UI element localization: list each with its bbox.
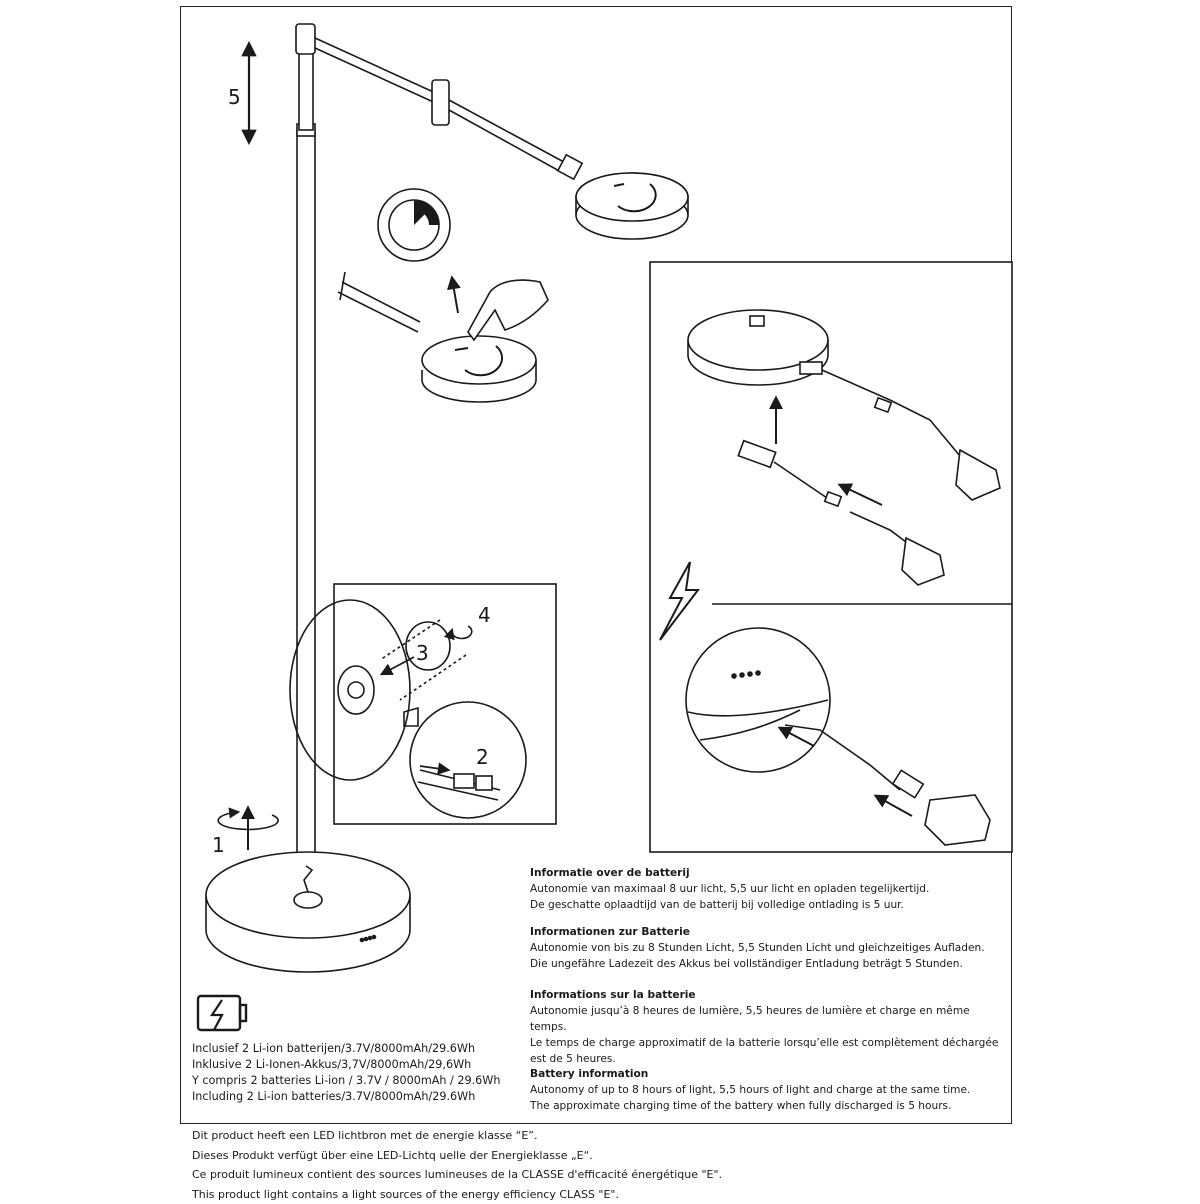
- touch-dimmer-detail: [338, 189, 548, 402]
- battery-spec-line: Y compris 2 batteries Li-ion / 3.7V / 80…: [192, 1073, 500, 1089]
- battery-spec-line: Inclusief 2 Li-ion batterijen/3.7V/8000m…: [192, 1041, 500, 1057]
- battery-spec-line: Including 2 Li-ion batteries/3.7V/8000mA…: [192, 1089, 500, 1105]
- energy-class-notes: Dit product heeft een LED lichtbron met …: [192, 1126, 722, 1204]
- battery-info-heading: Battery information: [530, 1066, 1000, 1082]
- battery-info-line: Le temps de charge approximatif de la ba…: [530, 1035, 1000, 1051]
- battery-info-line: Autonomie jusqu’à 8 heures de lumière, 5…: [530, 1003, 1000, 1035]
- battery-info-heading: Informatie over de batterij: [530, 865, 1000, 881]
- battery-info-line: The approximate charging time of the bat…: [530, 1098, 1000, 1114]
- energy-class-line: Dieses Produkt verfügt über eine LED-Lic…: [192, 1146, 722, 1166]
- callout-height: 5: [228, 85, 241, 109]
- battery-info-line: est de 5 heures.: [530, 1051, 1000, 1067]
- callout-connector: 2: [476, 745, 489, 769]
- battery-info-line: Autonomy of up to 8 hours of light, 5,5 …: [530, 1082, 1000, 1098]
- battery-info-line: Die ungefähre Ladezeit des Akkus bei vol…: [530, 956, 1000, 972]
- charging-panel: [650, 262, 1012, 852]
- callout-cover: 3: [416, 641, 429, 665]
- battery-access-detail: [290, 584, 556, 824]
- energy-class-line: Ce produit lumineux contient des sources…: [192, 1165, 722, 1185]
- battery-info-heading: Informationen zur Batterie: [530, 924, 1000, 940]
- energy-class-line: This product light contains a light sour…: [192, 1185, 722, 1204]
- energy-class-line: Dit product heeft een LED lichtbron met …: [192, 1126, 722, 1146]
- battery-charging-icon: [198, 996, 246, 1030]
- callout-rotate-base: 1: [212, 833, 225, 857]
- battery-info-en: Battery information Autonomy of up to 8 …: [530, 1066, 1000, 1114]
- callout-screws: 4: [478, 603, 491, 627]
- battery-info-de: Informationen zur Batterie Autonomie von…: [530, 924, 1000, 972]
- battery-info-line: De geschatte oplaadtijd van de batterij …: [530, 897, 1000, 913]
- floor-lamp-drawing: [206, 24, 688, 972]
- battery-info-nl: Informatie over de batterij Autonomie va…: [530, 865, 1000, 913]
- battery-info-line: Autonomie von bis zu 8 Stunden Licht, 5,…: [530, 940, 1000, 956]
- battery-info-line: Autonomie van maximaal 8 uur licht, 5,5 …: [530, 881, 1000, 897]
- battery-info-heading: Informations sur la batterie: [530, 987, 1000, 1003]
- battery-info-fr: Informations sur la batterie Autonomie j…: [530, 987, 1000, 1067]
- battery-specs: Inclusief 2 Li-ion batterijen/3.7V/8000m…: [192, 1041, 500, 1105]
- battery-spec-line: Inklusive 2 Li-Ionen-Akkus/3,7V/8000mAh/…: [192, 1057, 500, 1073]
